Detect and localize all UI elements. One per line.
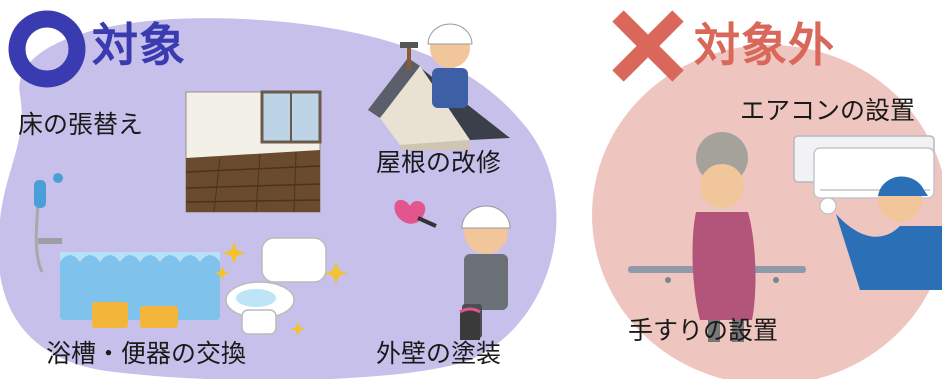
bath-illustration [34, 173, 220, 328]
excluded-heading: 対象外 [694, 18, 835, 72]
wall-painting-label: 外壁の塗装 [376, 339, 502, 368]
circle-mark-icon [8, 10, 86, 88]
aircon-install-label: エアコンの設置 [740, 96, 916, 125]
cross-mark-icon [612, 10, 684, 82]
aircon-illustration [793, 135, 942, 290]
roof-repair-label: 屋根の改修 [376, 148, 502, 177]
floor-illustration [185, 90, 322, 213]
floor-replacement-label: 床の張替え [18, 110, 144, 139]
painter-illustration [394, 199, 511, 340]
toilet-illustration [215, 237, 347, 336]
roof-worker-illustration [368, 23, 510, 150]
excluded-area-circle [592, 45, 942, 379]
covered-heading: 対象 [92, 18, 186, 72]
bath-toilet-label: 浴槽・便器の交換 [46, 339, 247, 368]
handrail-install-label: 手すりの設置 [628, 316, 779, 345]
handrail-illustration [628, 132, 806, 342]
